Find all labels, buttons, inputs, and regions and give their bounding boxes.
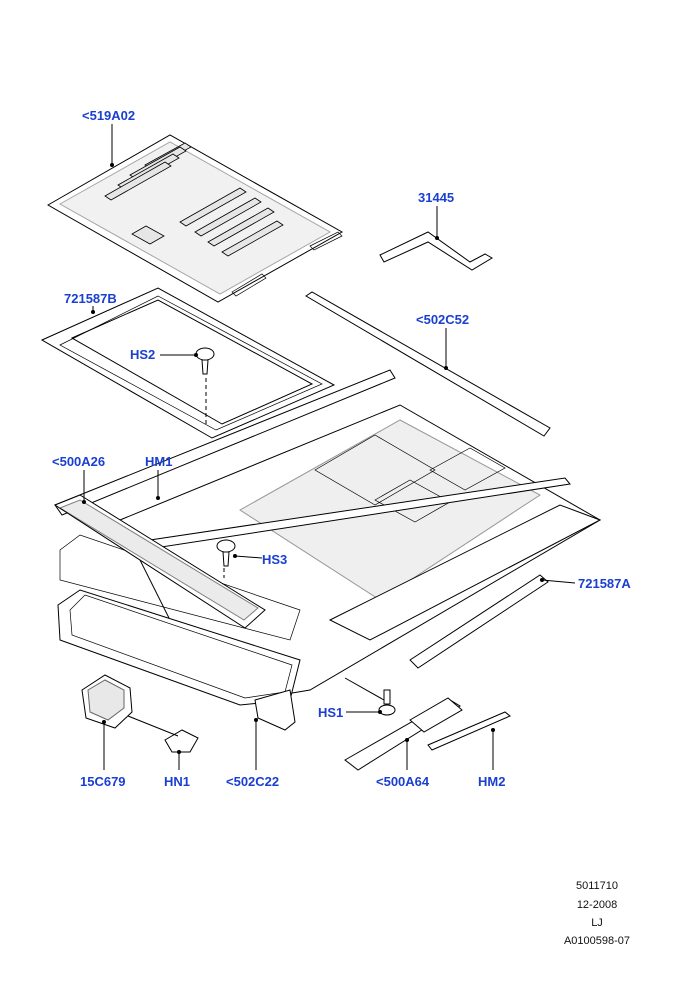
screw-hs3-part <box>216 539 236 567</box>
mechanism-part <box>344 697 463 771</box>
leader-lines <box>82 124 576 770</box>
diagram-reference: A0100598-07 <box>563 935 631 947</box>
callout-glass-panel[interactable]: <519A02 <box>82 108 136 123</box>
frame-seal-part <box>254 689 296 731</box>
diagram-date: 12-2008 <box>576 899 618 911</box>
callout-nut-hn1[interactable]: HN1 <box>164 774 191 789</box>
callout-mechanism[interactable]: <500A64 <box>376 774 430 789</box>
drain-tube-part <box>305 291 551 437</box>
liner-frame-part <box>40 287 336 439</box>
diagram-initials: LJ <box>591 917 603 929</box>
nut-hn1-part <box>164 729 199 753</box>
motor-part <box>81 674 133 729</box>
handle-part <box>379 231 493 271</box>
sunroof-frame-part <box>54 369 602 706</box>
wind-deflector-part <box>53 494 266 629</box>
callout-handle[interactable]: 31445 <box>418 190 455 205</box>
callout-wind-deflector[interactable]: <500A26 <box>52 454 106 469</box>
callout-motor[interactable]: 15C679 <box>80 774 126 789</box>
cable-hm2-part <box>427 711 511 751</box>
callout-screw-hs2[interactable]: HS2 <box>130 347 156 362</box>
glass-panel-part <box>46 134 344 303</box>
callout-liner-frame[interactable]: 721587B <box>64 291 117 306</box>
callout-drain-tube[interactable]: <502C52 <box>416 312 470 327</box>
callout-guide-rail-hm1[interactable]: HM1 <box>145 454 173 469</box>
callout-frame-seal[interactable]: <502C22 <box>226 774 280 789</box>
callout-cable-hm2[interactable]: HM2 <box>478 774 506 789</box>
callout-bolt-hs1[interactable]: HS1 <box>318 705 344 720</box>
bolt-hs1-part <box>378 689 396 716</box>
diagram-code: 5011710 <box>575 880 618 892</box>
callout-screw-hs3[interactable]: HS3 <box>262 552 288 567</box>
callout-side-rail[interactable]: 721587A <box>578 576 631 591</box>
